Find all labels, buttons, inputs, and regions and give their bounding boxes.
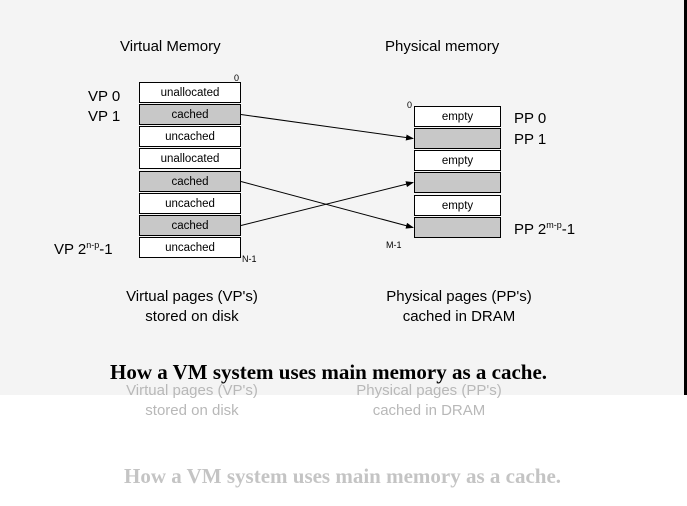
- ghost-physical-caption: Physical pages (PP's) cached in DRAM: [322, 381, 536, 421]
- pp-cell-3: [414, 172, 501, 193]
- physical-caption: Physical pages (PP's) cached in DRAM: [352, 287, 566, 327]
- mapping-arrow-0: [240, 114, 414, 141]
- pp-last-tail: -1: [561, 221, 576, 238]
- vp-cell-7: uncached: [139, 237, 241, 258]
- figure-title: How a VM system uses main memory as a ca…: [110, 360, 548, 384]
- virtual-memory-header: Virtual Memory: [120, 38, 221, 55]
- pp-last-label: PP 2m-p-1: [514, 220, 576, 239]
- panel-edge: [684, 0, 687, 395]
- diagram-panel: [0, 0, 687, 395]
- ghost-virtual-caption-line2: stored on disk: [145, 402, 239, 419]
- vp-cell-label: uncached: [165, 131, 215, 143]
- vp-bottom-index: N-1: [242, 254, 257, 264]
- vp-cell-4: cached: [139, 171, 241, 192]
- ghost-physical-caption-line1: Physical pages (PP's): [356, 382, 502, 399]
- vp-top-index: 0: [234, 73, 240, 83]
- vp-cell-label: cached: [171, 176, 209, 188]
- vp-last-base: VP 2: [54, 241, 87, 258]
- pp-last-base: PP 2: [514, 221, 547, 238]
- ghost-virtual-caption-line1: Virtual pages (VP's): [126, 382, 258, 399]
- vp-cell-0: unallocated: [139, 82, 241, 103]
- virtual-caption-line2: stored on disk: [145, 308, 239, 325]
- vp-last-tail: -1: [99, 241, 113, 258]
- vp-last-exponent: n-p: [86, 240, 100, 250]
- vp-cell-label: uncached: [165, 198, 215, 210]
- vp0-label: VP 0: [88, 88, 121, 105]
- pp-cell-label: empty: [441, 111, 474, 123]
- physical-memory-header: Physical memory: [385, 38, 500, 55]
- pp-top-index: 0: [407, 100, 413, 110]
- pp1-label: PP 1: [514, 131, 547, 148]
- pp-cell-label: empty: [441, 200, 474, 212]
- vp-cell-6: cached: [139, 215, 241, 236]
- ghost-figure-title: How a VM system uses main memory as a ca…: [124, 464, 562, 488]
- physical-caption-line2: cached in DRAM: [402, 308, 516, 325]
- pp-cell-2: empty: [414, 150, 501, 171]
- vp-cell-label: cached: [171, 109, 209, 121]
- pp0-label: PP 0: [514, 110, 547, 127]
- vp-cell-3: unallocated: [139, 148, 241, 169]
- mapping-arrow-2: [240, 181, 414, 226]
- vp-cell-label: unallocated: [160, 87, 220, 99]
- pp-cell-label: empty: [441, 155, 474, 167]
- vp-cell-5: uncached: [139, 193, 241, 214]
- vp-cell-label: unallocated: [160, 153, 220, 165]
- pp-cell-0: empty: [414, 106, 501, 127]
- vp-cell-1: cached: [139, 104, 241, 125]
- physical-caption-line1: Physical pages (PP's): [386, 288, 532, 305]
- ghost-physical-caption-line2: cached in DRAM: [372, 402, 486, 419]
- pp-bottom-index: M-1: [386, 240, 402, 250]
- pp-cell-1: [414, 128, 501, 149]
- pp-last-exponent: m-p: [546, 220, 562, 230]
- vp1-label: VP 1: [88, 108, 121, 125]
- pp-cell-4: empty: [414, 195, 501, 216]
- vp-last-label: VP 2n-p-1: [54, 240, 113, 259]
- vp-cell-label: cached: [171, 220, 209, 232]
- pp-cell-5: [414, 217, 501, 238]
- vp-cell-label: uncached: [165, 242, 215, 254]
- virtual-caption-line1: Virtual pages (VP's): [126, 288, 258, 305]
- virtual-caption: Virtual pages (VP's) stored on disk: [90, 287, 294, 327]
- vp-cell-2: uncached: [139, 126, 241, 147]
- ghost-virtual-caption: Virtual pages (VP's) stored on disk: [90, 381, 294, 421]
